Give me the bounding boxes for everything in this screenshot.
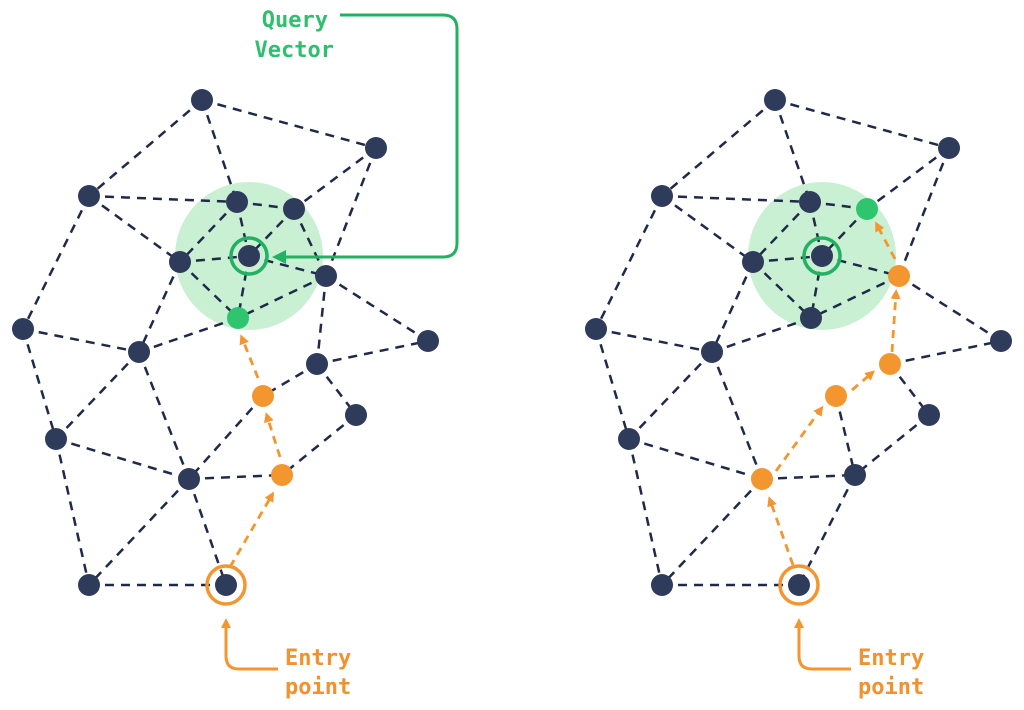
entry-point-label-line1: Entry: [285, 646, 351, 671]
graph-node: [45, 428, 67, 450]
nearest-found-node: [227, 307, 249, 329]
graph-edges: [21, 98, 429, 587]
graph-node: [169, 251, 191, 273]
query-vector-label-line1: Query: [262, 8, 328, 33]
path-node: [751, 468, 773, 490]
graph-node: [78, 185, 100, 207]
search-path: [228, 334, 282, 568]
graph-node: [191, 89, 213, 111]
path-node: [271, 464, 293, 486]
graph-node: [306, 353, 328, 375]
graph-node: [345, 404, 367, 426]
graph-node: [226, 191, 248, 213]
graph-node: [585, 318, 607, 340]
graph-edges: [594, 98, 1002, 587]
graph-node: [938, 137, 960, 159]
graph-node: [844, 464, 866, 486]
left-panel: Query Vector Entry point: [12, 8, 459, 700]
entry-point-node: [778, 564, 820, 606]
graph-node: [701, 341, 723, 363]
query-vector-node: [229, 236, 269, 276]
graph-node: [12, 318, 34, 340]
graph-nodes: [12, 89, 439, 596]
graph-node: [918, 404, 940, 426]
entry-point-node: [205, 564, 247, 606]
graph-nodes: [585, 89, 1012, 596]
path-nodes: [252, 385, 293, 486]
entry-point-label-line1: Entry: [858, 646, 924, 671]
graph-node: [128, 341, 150, 363]
graph-node: [417, 330, 439, 352]
nearest-found-node: [856, 198, 878, 220]
query-callout-connector: [272, 13, 459, 264]
graph-node: [764, 89, 786, 111]
path-nodes: [751, 265, 910, 490]
entry-callout-connector: [794, 618, 851, 671]
query-vector-node: [802, 236, 842, 276]
right-panel: Entry point: [585, 89, 1012, 700]
path-node: [888, 265, 910, 287]
graph-node: [618, 428, 640, 450]
graph-node: [365, 137, 387, 159]
graph-node: [178, 468, 200, 490]
graph-node: [283, 198, 305, 220]
path-node: [252, 385, 274, 407]
graph-node: [315, 265, 337, 287]
graph-node: [799, 191, 821, 213]
graph-node: [742, 251, 764, 273]
graph-node: [651, 185, 673, 207]
graph-node: [78, 574, 100, 596]
path-node: [879, 353, 901, 375]
search-path: [767, 221, 901, 566]
path-node: [825, 385, 847, 407]
query-vector-label-line2: Vector: [255, 38, 334, 63]
entry-callout-connector: [221, 618, 278, 671]
graph-node: [800, 307, 822, 329]
entry-point-label-line2: point: [858, 675, 924, 700]
graph-node: [990, 330, 1012, 352]
graph-node: [651, 574, 673, 596]
entry-point-label-line2: point: [285, 675, 351, 700]
